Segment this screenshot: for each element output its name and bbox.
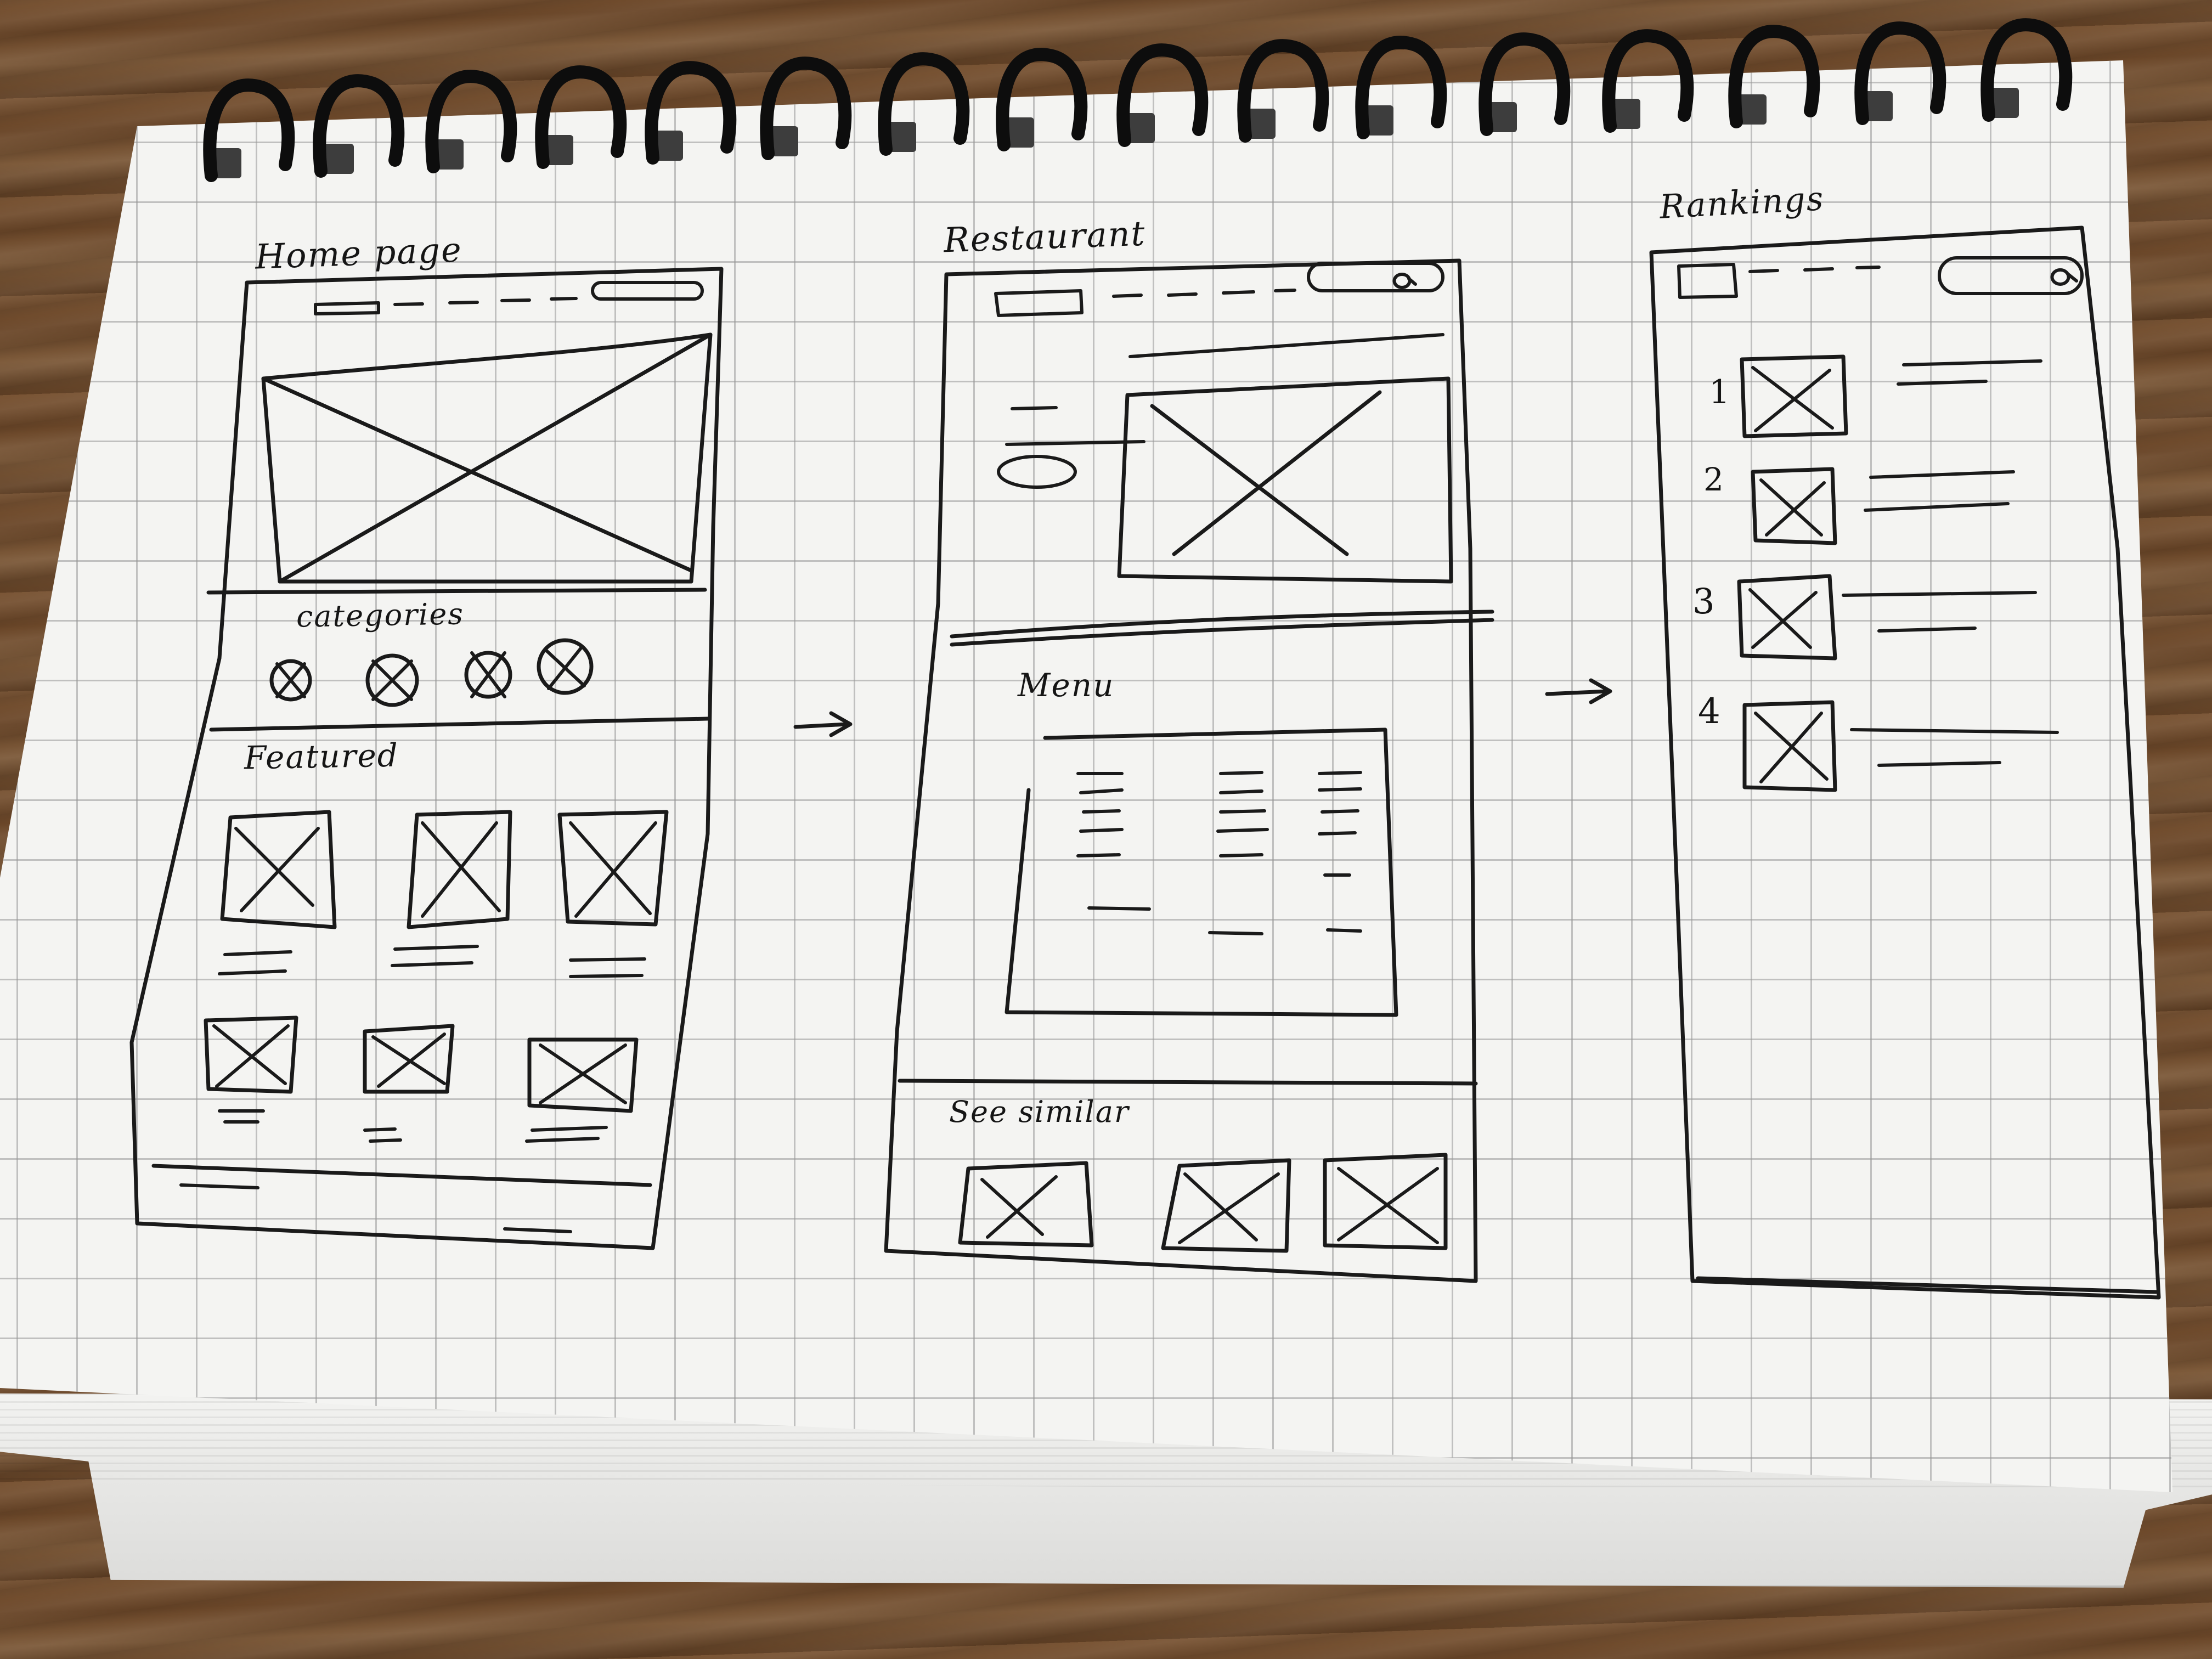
hero-image-cross <box>261 332 713 584</box>
menu-items <box>1076 771 1362 935</box>
rank-number-1: 1 <box>1709 373 1731 411</box>
rank-number-2: 2 <box>1703 461 1725 498</box>
restaurant-title: Restaurant <box>943 213 1147 261</box>
homepage-wireframe <box>129 267 724 1250</box>
nav-links <box>393 297 578 306</box>
nav-links <box>1748 266 1881 273</box>
categories-divider <box>209 716 710 732</box>
search-bar <box>591 281 704 301</box>
rankings-bottom-line <box>1696 1276 2158 1294</box>
rankings-frame <box>1649 225 2161 1300</box>
homepage-title: Home page <box>254 229 463 277</box>
rings <box>203 18 2073 182</box>
category-icons <box>269 638 594 707</box>
ranking-list <box>1737 354 2059 792</box>
menu-box <box>1005 727 1398 1017</box>
similar-cards <box>958 1153 1448 1253</box>
logo-placeholder <box>314 301 380 315</box>
search-bar <box>1938 256 2084 295</box>
logo-placeholder <box>1677 263 1738 299</box>
nav-links <box>1112 289 1296 298</box>
menu-label: Menu <box>1018 667 1115 704</box>
similar-divider <box>898 1079 1478 1086</box>
restaurant-image-frame <box>1117 376 1453 584</box>
section-divider <box>950 610 1494 647</box>
restaurant-frame <box>884 258 1478 1283</box>
ring-holes <box>208 88 2019 178</box>
rank-number-4: 4 <box>1698 691 1722 732</box>
rank-number-3: 3 <box>1692 582 1716 622</box>
restaurant-title-line <box>1128 333 1444 358</box>
featured-grid <box>204 810 669 1143</box>
restaurant-wireframe <box>884 258 1494 1283</box>
restaurant-image-cross <box>1150 390 1382 556</box>
categories-label: categories <box>296 596 465 634</box>
footer-divider <box>151 1164 652 1187</box>
arrow-to-restaurant <box>793 711 853 737</box>
restaurant-info-line <box>1005 440 1146 446</box>
hero-image-frame <box>261 332 713 584</box>
search-icon <box>1392 273 1417 289</box>
footer-link-right <box>503 1227 572 1233</box>
spiral-binding <box>203 18 2073 182</box>
search-bar <box>1307 262 1444 292</box>
restaurant-name-line <box>1011 406 1058 410</box>
rankings-wireframe <box>1649 225 2161 1300</box>
see-similar-label: See similar <box>949 1094 1130 1129</box>
footer-link-left <box>179 1183 259 1189</box>
search-icon <box>2050 268 2078 286</box>
featured-label: Featured <box>244 736 399 777</box>
homepage-frame <box>129 267 724 1250</box>
arrow-to-rankings <box>1545 678 1612 704</box>
action-button <box>997 455 1077 489</box>
logo-placeholder <box>994 289 1084 317</box>
hero-divider <box>206 588 707 595</box>
